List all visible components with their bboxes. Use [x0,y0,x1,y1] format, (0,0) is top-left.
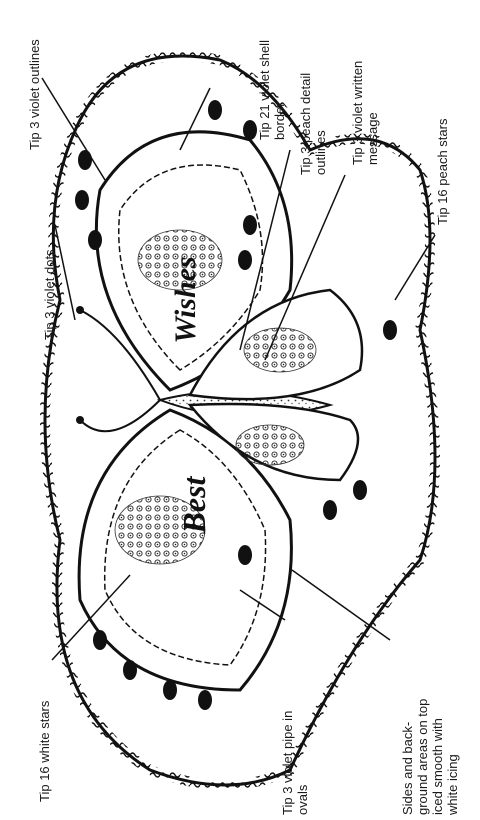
antenna-dot [76,306,84,314]
label-violet-ovals: Tip 3 violet pipe in ovals [280,711,310,815]
lower-small-stars [236,425,304,465]
label-white-stars: Tip 16 white stars [37,701,52,802]
label-written-message: Tip 3 violet written message [350,61,380,165]
label-sides: Sides and back- ground areas on top iced… [400,699,460,815]
best-text: Best [176,475,212,534]
label-violet-dots: Tip 3 violet dots [42,249,57,340]
upper-small-stars [244,328,316,372]
wishes-text: Wishes [169,256,202,343]
label-peach-stars: Tip 16 peach stars [435,119,450,225]
label-shell-border: Tip 21 violet shell border [257,40,287,140]
antenna-dot [76,416,84,424]
label-violet-outlines: Tip 3 violet outlines [27,39,42,150]
label-peach-outlines: Tip 3 peach detail outlines [298,73,328,175]
